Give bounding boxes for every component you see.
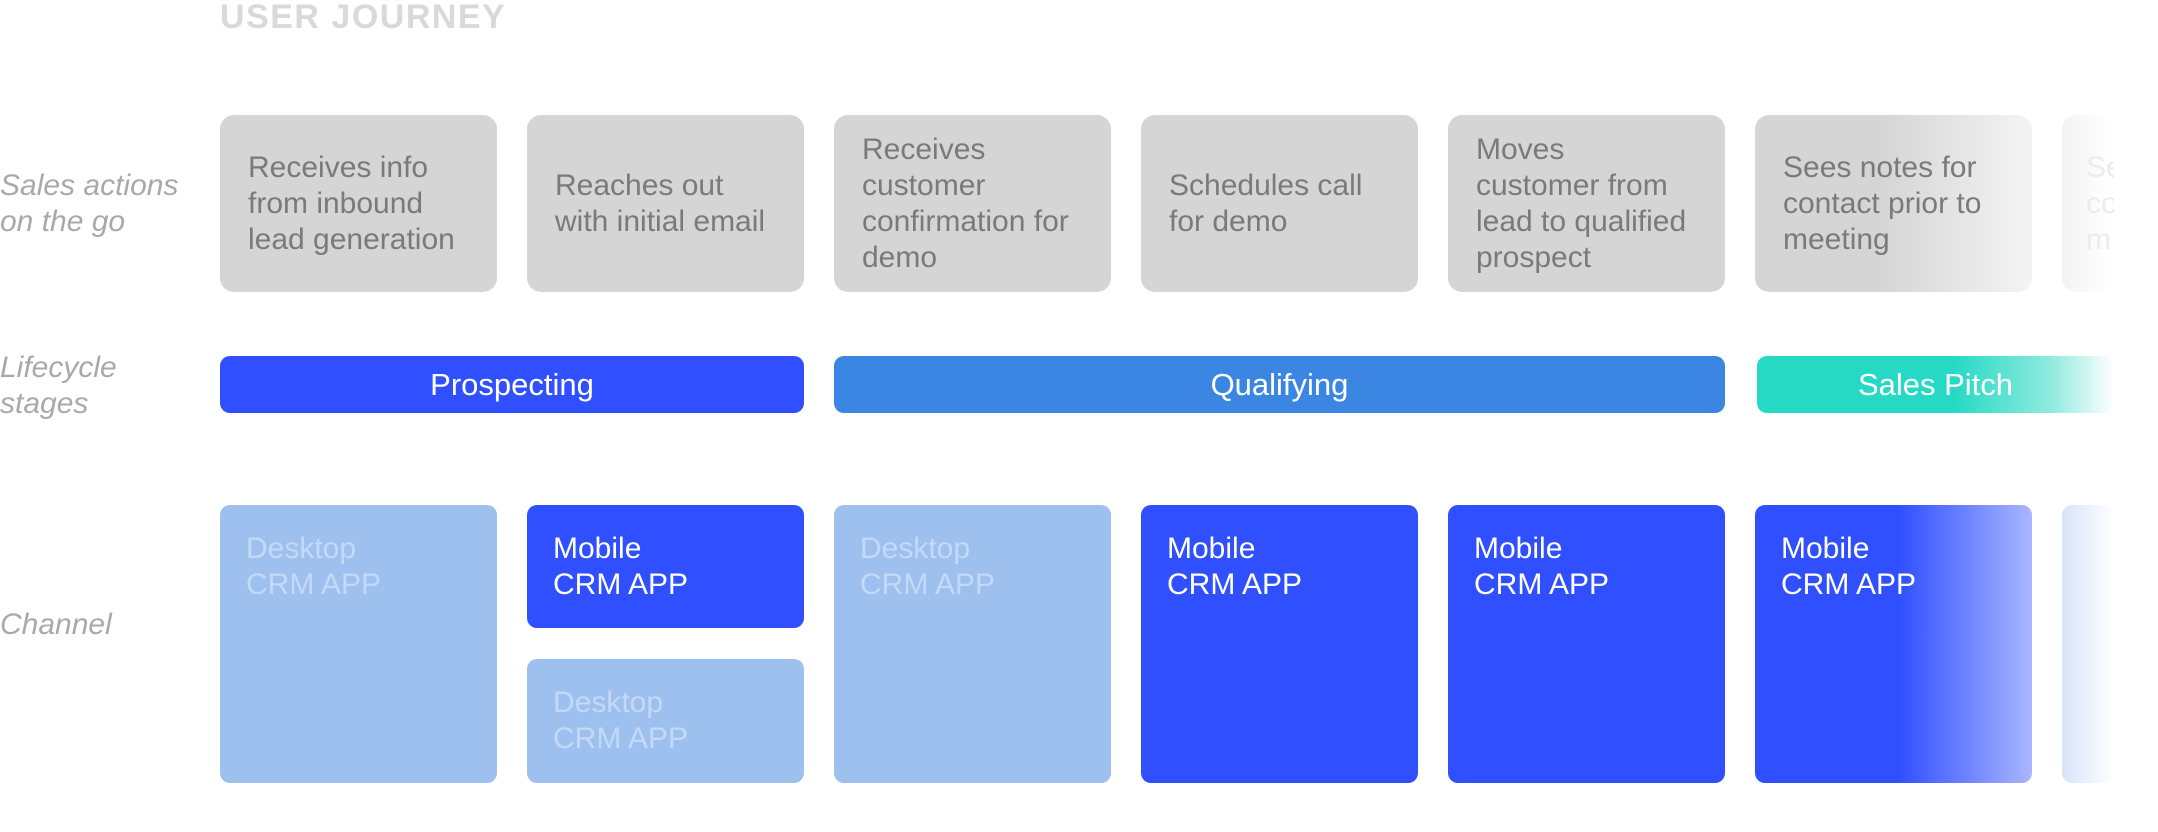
action-line: Se <box>2086 150 2114 184</box>
channel-line: Mobile <box>1167 532 1256 565</box>
channel-line: CRM APP <box>553 722 689 755</box>
action-card-3: Receives customer confirmation for demo <box>834 115 1111 292</box>
action-line: Receives info <box>248 150 429 184</box>
action-card-6: Sees notes for contact prior to meeting <box>1755 115 2032 292</box>
action-line: Reaches out <box>555 168 724 202</box>
action-line: confirmation for <box>862 204 1069 238</box>
channel-line: Desktop <box>246 532 357 565</box>
action-line: for demo <box>1169 204 1288 238</box>
channel-line: Mobile <box>1781 532 1870 565</box>
action-line: contact prior to <box>1783 186 1982 220</box>
action-card-text: Schedules call for demo <box>1169 168 1362 240</box>
action-line: demo <box>862 240 938 274</box>
action-line: Receives <box>862 132 986 166</box>
action-card-2: Reaches out with initial email <box>527 115 804 292</box>
channel-line: Desktop <box>553 686 664 719</box>
row-label-line: on the go <box>0 205 126 238</box>
action-line: customer from <box>1476 168 1668 202</box>
action-line: Schedules call <box>1169 168 1363 202</box>
action-line: lead generation <box>248 222 455 256</box>
action-card-text: Reaches out with initial email <box>555 168 765 240</box>
row-label-channel: Channel <box>0 608 112 641</box>
channel-line: CRM APP <box>553 568 689 601</box>
action-card-4: Schedules call for demo <box>1141 115 1418 292</box>
action-line: m <box>2086 222 2111 256</box>
channel-desktop-crm-1: Desktop CRM APP <box>220 505 497 783</box>
action-card-7-partial: Se co m <box>2062 115 2114 292</box>
stage-qualifying: Qualifying <box>834 356 1725 413</box>
action-line: with initial email <box>555 204 766 238</box>
row-label-line: stages <box>0 387 89 420</box>
action-card-5: Moves customer from lead to qualified pr… <box>1448 115 1725 292</box>
row-label-line: Lifecycle <box>0 351 117 384</box>
action-card-text: Moves customer from lead to qualified pr… <box>1476 132 1686 276</box>
action-line: co <box>2086 186 2114 220</box>
action-card-1: Receives info from inbound lead generati… <box>220 115 497 292</box>
row-label-lifecycle-stages: Lifecycle stages <box>0 350 200 422</box>
row-label-sales-actions: Sales actions on the go <box>0 168 200 240</box>
channel-line: Desktop <box>860 532 971 565</box>
channel-line: CRM APP <box>1781 568 1917 601</box>
stage-prospecting: Prospecting <box>220 356 804 413</box>
channel-desktop-crm-2: Desktop CRM APP <box>527 659 804 783</box>
channel-mobile-crm-6: Mobile CRM APP <box>1755 505 2032 783</box>
action-line: prospect <box>1476 240 1592 274</box>
channel-line: Mobile <box>1474 532 1563 565</box>
action-card-text: Receives customer confirmation for demo <box>862 132 1069 276</box>
channel-mobile-crm-4: Mobile CRM APP <box>1141 505 1418 783</box>
action-card-text: Sees notes for contact prior to meeting <box>1783 150 1981 258</box>
channel-card-7-partial <box>2062 505 2114 783</box>
action-line: meeting <box>1783 222 1890 256</box>
channel-desktop-crm-3: Desktop CRM APP <box>834 505 1111 783</box>
channel-mobile-crm-2: Mobile CRM APP <box>527 505 804 628</box>
channel-line: CRM APP <box>1167 568 1303 601</box>
action-line: customer <box>862 168 986 202</box>
action-line: from inbound <box>248 186 424 220</box>
channel-line: CRM APP <box>1474 568 1610 601</box>
channel-line: CRM APP <box>860 568 996 601</box>
action-card-text: Se co m <box>2086 150 2114 258</box>
page-title: USER JOURNEY <box>220 0 507 36</box>
channel-line: Mobile <box>553 532 642 565</box>
row-label-line: Sales actions <box>0 169 179 202</box>
stage-sales-pitch: Sales Pitch <box>1757 356 2114 413</box>
channel-line: CRM APP <box>246 568 382 601</box>
action-card-text: Receives info from inbound lead generati… <box>248 150 455 258</box>
channel-mobile-crm-5: Mobile CRM APP <box>1448 505 1725 783</box>
action-line: lead to qualified <box>1476 204 1687 238</box>
action-line: Sees notes for <box>1783 150 1977 184</box>
action-line: Moves <box>1476 132 1565 166</box>
